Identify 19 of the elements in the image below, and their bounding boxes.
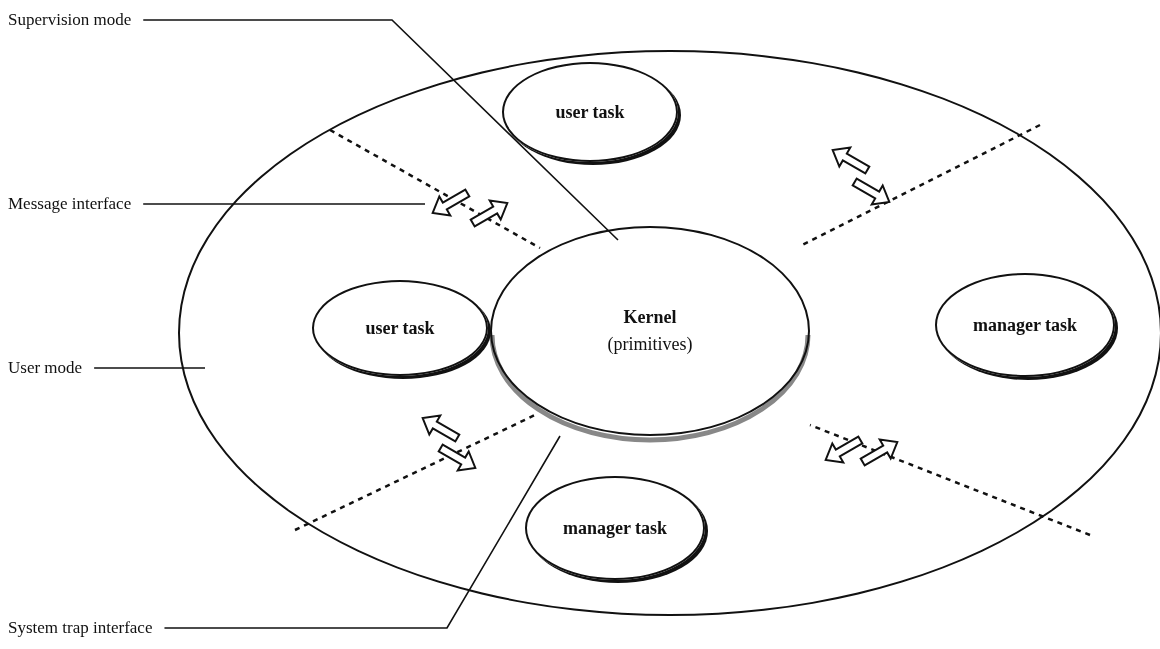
node-title: user task <box>365 316 435 340</box>
task-ellipse <box>312 280 488 376</box>
node-title: manager task <box>972 313 1078 337</box>
node-subtitle: (primitives) <box>607 333 693 356</box>
leader-line <box>142 19 619 241</box>
task-ellipse <box>502 62 678 162</box>
leader-line <box>163 435 561 629</box>
node-title: user task <box>555 100 625 124</box>
kernel-ellipse <box>490 226 810 436</box>
task-ellipse <box>935 273 1115 377</box>
node-title: manager task <box>562 516 668 540</box>
leader-line <box>142 203 426 205</box>
task-ellipse <box>525 476 705 580</box>
callout-label: System trap interface <box>8 618 153 638</box>
callout-label: User mode <box>8 358 83 378</box>
leader-line <box>93 367 206 369</box>
callout-label: Message interface <box>8 194 132 214</box>
node-title: Kernel <box>623 306 677 329</box>
callout-label: Supervision mode <box>8 10 132 30</box>
